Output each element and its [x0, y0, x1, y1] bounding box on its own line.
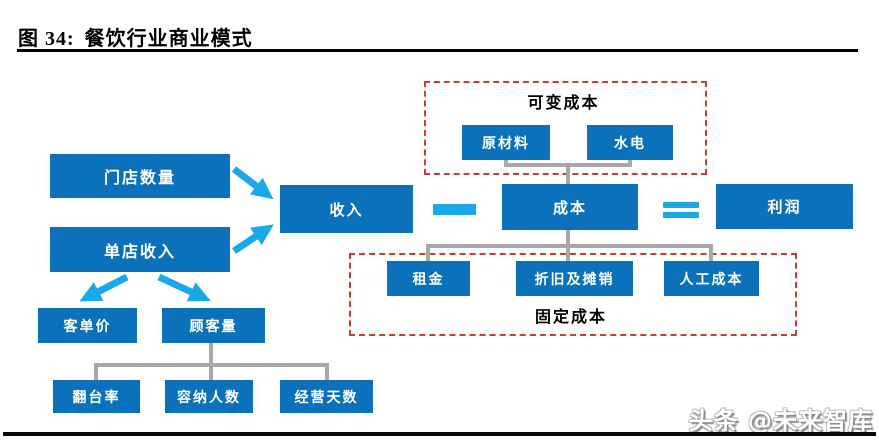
- variable-cost-label: 可变成本: [527, 95, 600, 112]
- equals-operator-bottom-bar: [663, 212, 699, 218]
- connector-capacity-drop: [209, 363, 213, 380]
- node-cost: 成本: [502, 184, 638, 230]
- arrow-storecount-to-revenue: [231, 166, 274, 200]
- bottom-rule: [3, 432, 876, 436]
- node-single-store-revenue: 单店收入: [50, 227, 230, 272]
- fixed-cost-group: [349, 253, 797, 336]
- watermark: 头条 @未来智库: [688, 407, 873, 435]
- connector-turnover-drop: [94, 363, 98, 380]
- connector-variable-to-cost: [566, 163, 570, 185]
- variable-cost-group: [424, 81, 707, 175]
- connector-fixed-bar: [426, 244, 713, 248]
- node-store-count: 门店数量: [50, 154, 230, 198]
- node-revenue: 收入: [280, 185, 413, 233]
- node-avg-ticket: 客单价: [38, 308, 137, 343]
- node-labor-cost: 人工成本: [664, 261, 759, 296]
- connector-labor-drop: [709, 244, 713, 261]
- node-operating-days: 经营天数: [280, 380, 373, 413]
- connector-customer-stem: [209, 343, 213, 367]
- figure-title-text: 餐饮行业商业模式: [84, 28, 253, 50]
- connector-days-drop: [325, 363, 329, 380]
- node-profit: 利润: [716, 184, 853, 229]
- minus-operator: [433, 204, 476, 215]
- connector-utilities-drop: [628, 158, 632, 167]
- node-depreciation-amortization: 折旧及摊销: [516, 261, 633, 296]
- node-seating-capacity: 容纳人数: [165, 380, 253, 413]
- arrow-storerevenue-to-revenue: [232, 224, 274, 254]
- equals-operator-top-bar: [663, 202, 699, 208]
- node-customer-volume: 顾客量: [162, 308, 265, 343]
- fixed-cost-label: 固定成本: [534, 309, 607, 326]
- node-raw-materials: 原材料: [462, 125, 550, 160]
- arrow-to-avg-ticket: [79, 273, 129, 302]
- node-rent: 租金: [387, 261, 470, 296]
- arrow-to-customer-volume: [157, 273, 211, 302]
- connector-raw-materials-drop: [504, 158, 508, 167]
- node-utilities: 水电: [587, 125, 673, 160]
- title-underline: [17, 49, 858, 52]
- figure-title: 图 34: 餐饮行业商业模式: [18, 22, 253, 51]
- figure-number: 图 34:: [18, 28, 75, 50]
- connector-rent-drop: [426, 244, 430, 261]
- node-table-turnover: 翻台率: [53, 380, 140, 413]
